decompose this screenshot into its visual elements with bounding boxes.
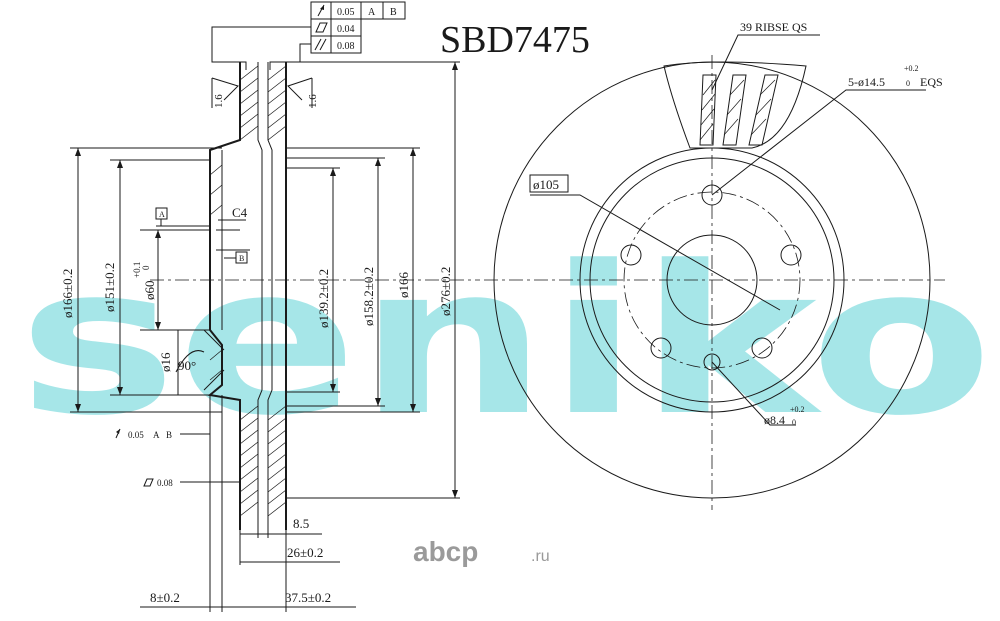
dim-d60-tol-upper: +0.1 xyxy=(132,262,142,278)
dim-d60-tol-lower: 0 xyxy=(141,265,151,270)
runout-ref-b: B xyxy=(166,430,172,440)
small-hole-label: ø8.4 xyxy=(764,413,785,427)
holes-label: 5-ø14.5 xyxy=(848,75,885,89)
tol-row2-value: 0.04 xyxy=(337,24,355,35)
angle-label: 90° xyxy=(178,358,196,373)
runout-ref-a: A xyxy=(153,430,160,440)
parallelism-icon xyxy=(314,38,327,51)
dim-d139: ø139.2±0.2 xyxy=(316,269,331,328)
datum-a: A xyxy=(155,207,210,227)
part-number-title: SBD7475 xyxy=(440,19,590,61)
abcp-logo: abcp .ru xyxy=(413,536,550,567)
right-dimension-lines xyxy=(330,62,458,498)
small-hole xyxy=(703,353,721,371)
dim-d60: ø60 xyxy=(142,281,157,301)
bolt-hole-4 xyxy=(650,337,672,359)
tolerance-frame-top: 0.05 A B 0.04 0.08 xyxy=(211,1,406,70)
holes-tol-lower: 0 xyxy=(906,79,910,88)
dim-d158: ø158.2±0.2 xyxy=(361,267,376,326)
surface-finish-right-value: 1.6 xyxy=(307,94,319,108)
dim-8: 8±0.2 xyxy=(150,590,180,605)
dim-d16: ø16 xyxy=(158,352,173,372)
bolt-hole-2 xyxy=(620,244,642,266)
bolt-hole-3 xyxy=(780,244,802,266)
section-hatch xyxy=(209,65,287,517)
surface-finish-right: 1.6 xyxy=(287,77,319,108)
datum-b: B xyxy=(224,251,248,264)
abcp-logo-name: abcp xyxy=(413,536,478,567)
bolt-hole-1 xyxy=(701,184,723,206)
dim-d166-left: ø166±0.2 xyxy=(60,269,75,318)
flatness-icon xyxy=(315,22,328,33)
tol-row3-value: 0.08 xyxy=(337,41,355,52)
bottom-dimension-lines xyxy=(140,395,356,612)
dim-26: 26±0.2 xyxy=(287,545,323,560)
front-view xyxy=(484,34,945,510)
small-hole-tol-upper: +0.2 xyxy=(790,405,805,414)
flatness-tolerance-bottom: 0.08 xyxy=(143,478,240,488)
runout-value: 0.05 xyxy=(128,430,144,440)
datum-a-label: A xyxy=(159,210,165,219)
holes-tol-upper: +0.2 xyxy=(904,64,919,73)
pcd-label: ø105 xyxy=(533,177,559,192)
dim-375: 37.5±0.2 xyxy=(285,590,331,605)
chamfer-label: C4 xyxy=(232,205,248,220)
dim-d151: ø151±0.2 xyxy=(102,263,117,312)
tol-row1-value: 0.05 xyxy=(337,7,355,18)
ribs-label: 39 RIBSE QS xyxy=(740,20,807,34)
flatness-value: 0.08 xyxy=(157,478,173,488)
datum-b-label: B xyxy=(239,254,244,263)
small-hole-tol-lower: 0 xyxy=(792,418,796,427)
runout-icon xyxy=(317,4,325,17)
bolt-hole-5 xyxy=(751,337,773,359)
pcd-frame xyxy=(529,174,569,193)
cooling-ribs xyxy=(699,74,779,146)
tol-row1-ref-a: A xyxy=(368,7,376,18)
surface-finish-left-value: 1.6 xyxy=(213,94,225,108)
dim-85: 8.5 xyxy=(293,516,309,531)
surface-finish-left: 1.6 xyxy=(211,77,239,108)
abcp-logo-suffix: .ru xyxy=(531,548,550,565)
section-view xyxy=(70,61,480,530)
holes-suffix: EQS xyxy=(920,75,943,89)
tol-row1-ref-b: B xyxy=(390,7,397,18)
watermark-text: seniko xyxy=(18,223,993,461)
left-dimension-lines xyxy=(75,148,179,412)
dim-d276: ø276±0.2 xyxy=(438,267,453,316)
runout-tolerance-bottom: 0.05 A B xyxy=(115,428,210,440)
dim-d166-right: ø166 xyxy=(396,272,411,299)
